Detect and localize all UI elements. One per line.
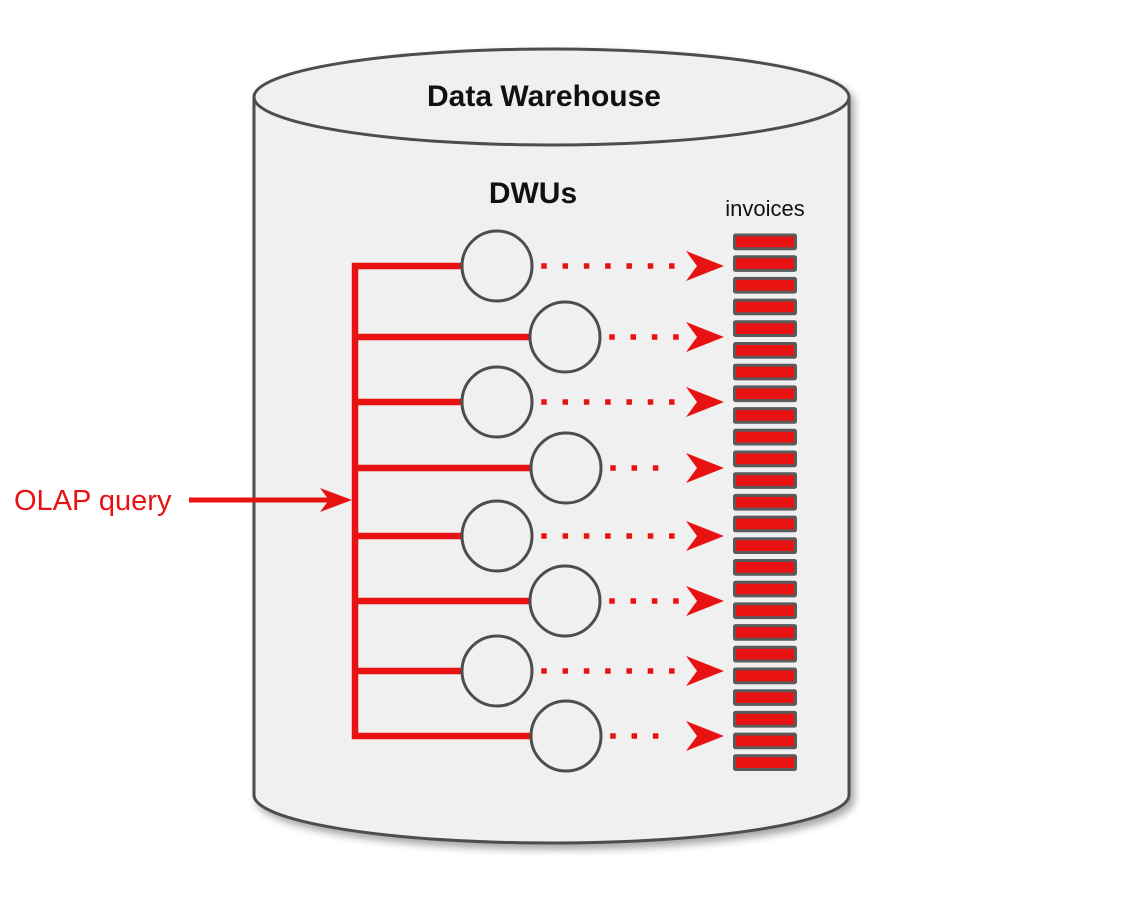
flow-dot (631, 465, 638, 471)
flow-dot (610, 733, 616, 739)
flow-dot (605, 668, 611, 674)
flow-dot (673, 334, 679, 340)
dwu-circle (460, 229, 534, 303)
flow-arrowhead-icon (686, 721, 724, 751)
flow-dot (609, 598, 615, 604)
flow-arrowhead-icon (686, 453, 724, 483)
flow-dot (647, 533, 654, 539)
flow-dot (605, 399, 611, 405)
flow-arrowhead-icon (686, 387, 724, 417)
flow-dot (626, 263, 632, 269)
invoice-rect (733, 320, 797, 337)
dwu-circle (460, 365, 534, 439)
olap-query-arrow (189, 488, 352, 512)
flow-arrowhead-icon (686, 322, 724, 352)
flow-dot (583, 668, 590, 674)
invoice-stack (733, 233, 797, 771)
invoice-rect (733, 559, 797, 576)
flow-dot (541, 399, 547, 405)
invoices-label: invoices (725, 196, 804, 221)
flow-dot (541, 263, 547, 269)
flow-arrowhead-icon (686, 586, 724, 616)
flow-dot (647, 263, 654, 269)
invoice-rect (733, 472, 797, 489)
olap-query-label: OLAP query (14, 485, 172, 517)
flow-dot (583, 533, 590, 539)
invoice-rect (733, 363, 797, 381)
dwu-rows (351, 229, 724, 773)
dwu-circle (529, 431, 603, 505)
flow-dot (630, 334, 637, 340)
flow-dot (651, 598, 658, 604)
flow-dot (583, 399, 590, 405)
flow-dot (562, 668, 569, 674)
flow-dot (583, 263, 590, 269)
invoice-rect (733, 493, 797, 511)
invoice-rect (733, 710, 797, 728)
flow-dot (652, 465, 659, 471)
flow-dot (610, 465, 616, 471)
flow-dot (669, 533, 675, 539)
flow-dot (669, 399, 675, 405)
flow-dot (631, 733, 638, 739)
invoice-rect (733, 428, 797, 446)
flow-arrowhead-icon (686, 251, 724, 281)
flow-dot (562, 263, 569, 269)
cylinder-top-ellipse (252, 47, 851, 147)
invoice-rect (733, 537, 797, 554)
invoice-rect (733, 450, 797, 468)
invoice-rect (733, 624, 797, 641)
flow-arrowhead-icon (686, 521, 724, 551)
flow-dot (541, 533, 547, 539)
olap-arrowhead-icon (320, 488, 352, 512)
invoice-rect (733, 298, 797, 316)
flow-dot (609, 334, 615, 340)
flow-dot (669, 668, 675, 674)
invoice-rect (733, 754, 797, 771)
flow-dot (647, 668, 654, 674)
dwu-circle (528, 300, 602, 374)
flow-dot (647, 399, 654, 405)
dwu-circle (528, 564, 602, 638)
flow-dot (652, 733, 659, 739)
flow-dot (541, 668, 547, 674)
flow-dot (626, 399, 632, 405)
flow-dot (562, 533, 569, 539)
invoice-rect (733, 233, 797, 251)
invoice-rect (733, 667, 797, 685)
flow-dot (605, 263, 611, 269)
invoice-rect (733, 689, 797, 706)
flow-dot (626, 668, 632, 674)
invoice-rect (733, 580, 797, 598)
invoice-rect (733, 645, 797, 663)
flow-dot (651, 334, 658, 340)
flow-dot (673, 598, 679, 604)
invoice-rect (733, 385, 797, 403)
invoice-rect (733, 602, 797, 620)
invoice-rect (733, 732, 797, 750)
dwu-circle (460, 499, 534, 573)
flow-dot (626, 533, 632, 539)
dwus-label: DWUs (489, 177, 577, 210)
invoice-rect (733, 407, 797, 424)
flow-dot (605, 533, 611, 539)
invoice-rect (733, 342, 797, 359)
flow-dot (562, 399, 569, 405)
dwu-circle (529, 699, 603, 773)
flow-arrowhead-icon (686, 656, 724, 686)
invoice-rect (733, 276, 797, 294)
invoice-rect (733, 255, 797, 272)
cylinder-title: Data Warehouse (427, 80, 661, 113)
dwu-circle (460, 634, 534, 708)
invoice-rect (733, 515, 797, 533)
flow-dot (669, 263, 675, 269)
flow-dot (630, 598, 637, 604)
